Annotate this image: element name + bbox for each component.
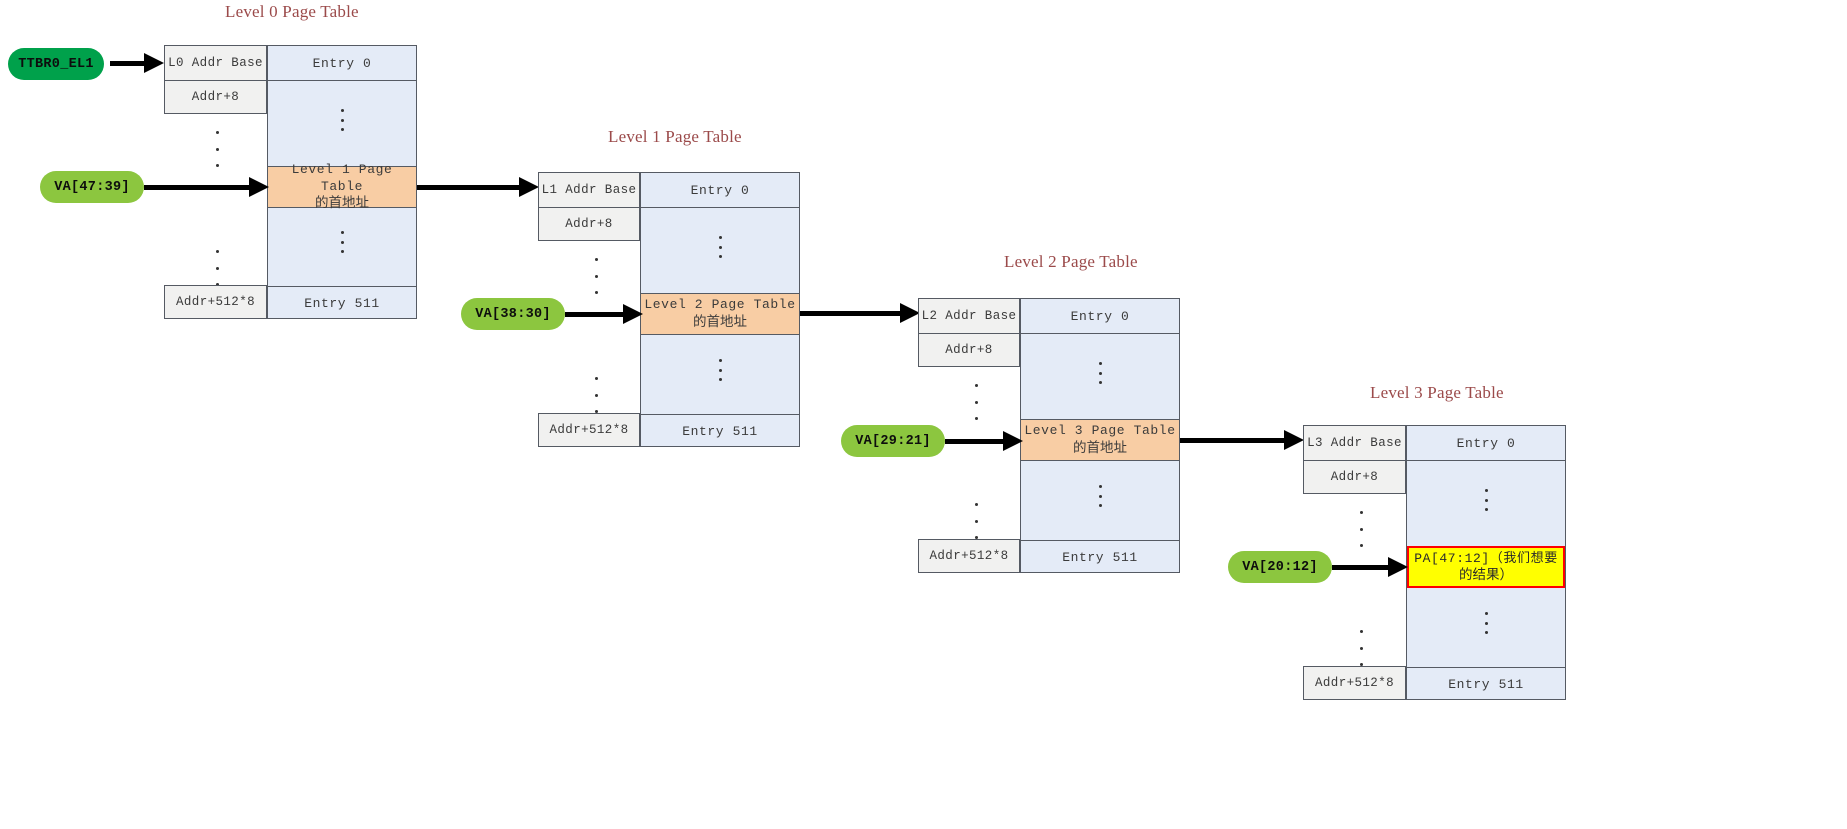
entry-divider-last: [641, 414, 799, 415]
entry-column-level3: Entry 0 PA[47:12]（我们想要 的结果） Entry 511: [1406, 425, 1566, 700]
entry-cell-last: Entry 511: [682, 423, 758, 439]
page-table-level1: L1 Addr Base Addr+8 Addr+512*8 Entry 0 L…: [538, 172, 800, 447]
page-table-level0: L0 Addr Base Addr+8 Addr+512*8 Entry 0 L…: [164, 45, 417, 319]
ttbr-register-pill[interactable]: TTBR0_EL1: [8, 48, 104, 80]
entry-divider-last: [1407, 667, 1565, 668]
addr-dots-lower: [1359, 630, 1363, 666]
entry-divider: [268, 80, 416, 81]
entry-divider-last: [268, 286, 416, 287]
addr-column-level3: L3 Addr Base Addr+8 Addr+512*8: [1303, 425, 1406, 700]
entry-dots-upper: [1407, 489, 1565, 511]
entry-cell-last: Entry 511: [1062, 549, 1138, 565]
entry-cell-first: Entry 0: [1456, 435, 1516, 451]
addr-dots-upper: [974, 384, 978, 420]
entry-cell-first: Entry 0: [312, 55, 372, 71]
addr-dots-lower: [215, 250, 219, 286]
entry-cell-last: Entry 511: [1448, 676, 1524, 692]
addr-cell-plus8: Addr+8: [1303, 460, 1406, 494]
entry-divider-last: [1021, 540, 1179, 541]
entry-cell-highlight-pa: PA[47:12]（我们想要 的结果）: [1407, 546, 1565, 588]
page-table-level3: L3 Addr Base Addr+8 Addr+512*8 Entry 0 P…: [1303, 425, 1566, 700]
va-pill-20-12[interactable]: VA[20:12]: [1228, 551, 1332, 583]
entry-divider: [1407, 460, 1565, 461]
addr-dots-upper: [215, 131, 219, 167]
entry-dots-lower: [268, 231, 416, 253]
highlight-line2: 的首地址: [693, 313, 747, 329]
entry-dots-lower: [1021, 485, 1179, 507]
addr-dots-lower: [594, 377, 598, 413]
addr-column-level1: L1 Addr Base Addr+8 Addr+512*8: [538, 172, 640, 447]
entry-cell-highlight: Level 2 Page Table 的首地址: [641, 293, 799, 335]
entry-cell-highlight: Level 3 Page Table 的首地址: [1021, 419, 1179, 461]
entry-column-level1: Entry 0 Level 2 Page Table 的首地址 Entry 51…: [640, 172, 800, 447]
table-title-level3: Level 3 Page Table: [1370, 383, 1504, 402]
entry-dots-upper: [641, 236, 799, 258]
entry-dots-lower: [1407, 612, 1565, 634]
entry-dots-lower: [641, 359, 799, 381]
highlight-line1: Level 3 Page Table: [1024, 423, 1176, 439]
entry-column-level2: Entry 0 Level 3 Page Table 的首地址 Entry 51…: [1020, 298, 1180, 573]
addr-cell-last: Addr+512*8: [1303, 666, 1406, 700]
entry-dots-upper: [1021, 362, 1179, 384]
entry-cell-highlight: Level 1 Page Table 的首地址: [268, 162, 416, 210]
highlight-line1: Level 2 Page Table: [644, 297, 796, 313]
addr-column-level2: L2 Addr Base Addr+8 Addr+512*8: [918, 298, 1020, 573]
highlight-line2: 的首地址: [1073, 439, 1127, 455]
addr-cell-last: Addr+512*8: [164, 285, 267, 319]
entry-column-level0: Entry 0 Level 1 Page Table 的首地址 Entry 51…: [267, 45, 417, 319]
table-title-level1: Level 1 Page Table: [608, 127, 742, 146]
page-table-level2: L2 Addr Base Addr+8 Addr+512*8 Entry 0 L…: [918, 298, 1180, 573]
va-pill-47-39[interactable]: VA[47:39]: [40, 171, 144, 203]
table-title-level2: Level 2 Page Table: [1004, 252, 1138, 271]
highlight-line2: 的结果）: [1459, 566, 1513, 582]
addr-cell-base: L2 Addr Base: [918, 298, 1020, 333]
va-pill-29-21[interactable]: VA[29:21]: [841, 425, 945, 457]
addr-cell-plus8: Addr+8: [918, 333, 1020, 367]
entry-divider: [1021, 333, 1179, 334]
addr-cell-base: L0 Addr Base: [164, 45, 267, 80]
highlight-line1: PA[47:12]（我们想要: [1414, 551, 1558, 567]
addr-column-level0: L0 Addr Base Addr+8 Addr+512*8: [164, 45, 267, 319]
addr-cell-last: Addr+512*8: [918, 539, 1020, 573]
addr-cell-plus8: Addr+8: [164, 80, 267, 114]
entry-cell-last: Entry 511: [304, 295, 380, 311]
addr-dots-lower: [974, 503, 978, 539]
addr-cell-last: Addr+512*8: [538, 413, 640, 447]
entry-dots-upper: [268, 109, 416, 131]
table-title-level0: Level 0 Page Table: [225, 2, 359, 21]
addr-dots-upper: [1359, 511, 1363, 547]
entry-divider: [641, 207, 799, 208]
entry-cell-first: Entry 0: [690, 182, 750, 198]
addr-cell-plus8: Addr+8: [538, 207, 640, 241]
va-pill-38-30[interactable]: VA[38:30]: [461, 298, 565, 330]
addr-cell-base: L3 Addr Base: [1303, 425, 1406, 460]
addr-dots-upper: [594, 258, 598, 294]
entry-cell-first: Entry 0: [1070, 308, 1130, 324]
highlight-line2: 的首地址: [315, 194, 369, 210]
addr-cell-base: L1 Addr Base: [538, 172, 640, 207]
highlight-line1: Level 1 Page Table: [291, 162, 393, 194]
